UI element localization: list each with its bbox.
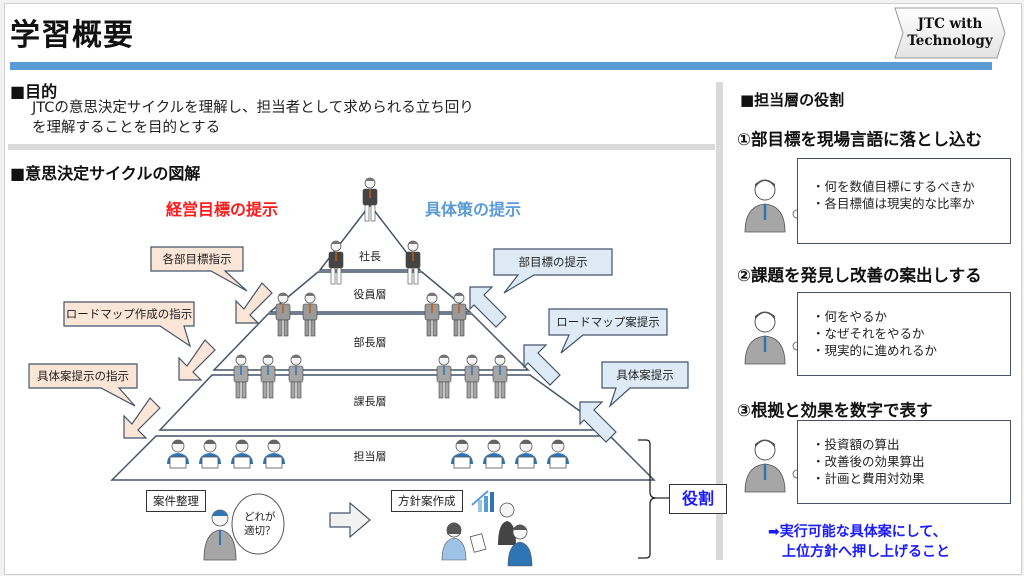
callout-shape (548, 308, 668, 354)
conclusion-line-2: 上位方針へ押し上げること (782, 544, 950, 560)
up-arrow-icon (469, 286, 507, 328)
diagram-heading: ■意思決定サイクルの図解 (10, 164, 201, 183)
callout-roadmap-proposal: ロードマップ案提示 (556, 315, 660, 329)
person-president-icon (362, 177, 378, 222)
callout-shape (28, 363, 138, 407)
up-arrow-icon (523, 344, 561, 386)
role-2-item: ・なぜそれをやるか (812, 326, 925, 341)
purpose-line-2: を理解することを目的とする (32, 120, 221, 136)
layer-label-director: 部長層 (353, 336, 387, 349)
role-2-title: ②課題を発見し改善の案出しする (737, 266, 982, 285)
down-arrow-icon (235, 282, 273, 324)
person-manager-icon (233, 354, 249, 399)
right-arrow-icon (329, 501, 371, 539)
layer-label-manager: 課長層 (353, 395, 387, 408)
person-staff-icon (451, 439, 473, 469)
logo-line-2: Technology (907, 33, 993, 49)
person-manager-icon (464, 354, 480, 399)
bottom-up-title: 具体策の提示 (425, 200, 522, 219)
person-staff-icon (263, 439, 285, 469)
task-organize-label: 案件整理 (146, 490, 206, 512)
person-staff-icon (199, 439, 221, 469)
thinking-person-icon (203, 509, 237, 561)
up-arrows (469, 286, 617, 443)
layer-label-staff: 担当層 (353, 450, 387, 463)
conclusion-text: ➡実行可能な具体案にして、 上位方針へ押し上げること (768, 522, 950, 562)
person-staff-icon (515, 439, 537, 469)
task-policy-label: 方針案作成 (391, 490, 463, 512)
person-manager-icon (492, 354, 508, 399)
role-label-box: 役割 (669, 484, 727, 514)
thought-line-2: 適切？ (244, 525, 276, 537)
role-3-item: ・計画と費用対効果 (812, 471, 925, 486)
bracket-icon (638, 439, 657, 559)
section-divider (8, 144, 715, 150)
person-staff-icon (483, 439, 505, 469)
thought-line-1: どれが (244, 511, 276, 523)
role-1-item: ・各目標値は現実的な比率か (812, 196, 975, 211)
callout-division-goal-proposal: 部目標の提示 (518, 255, 588, 269)
callout-division-goal-instruction: 各部目標指示 (162, 252, 232, 266)
person-manager-icon (288, 354, 304, 399)
layer-president-shape (318, 203, 422, 271)
role-3-item: ・投資額の算出 (812, 437, 900, 452)
purpose-line-1: JTCの意思決定サイクルを理解し、担当者として求められる立ち回り (32, 100, 474, 116)
person-director-icon (424, 292, 440, 337)
down-arrow-icon (123, 397, 161, 439)
logo-chevron-icon (894, 7, 1006, 59)
callout-shape (493, 248, 613, 294)
person-director-icon (302, 292, 318, 337)
role-3-box (797, 420, 1011, 504)
conclusion-line-1: ➡実行可能な具体案にして、 (768, 524, 947, 540)
up-arrow-icon (579, 401, 617, 443)
callout-shape (601, 361, 689, 408)
thought-bubble-icon (231, 493, 285, 555)
callout-shape (63, 301, 195, 348)
layer-label-president: 社長 (359, 250, 381, 263)
column-divider (716, 82, 723, 560)
role-1-item: ・何を数値目標にするべきか (812, 179, 975, 194)
brand-logo: JTC with Technology (893, 6, 1007, 60)
title-underline-bar (10, 62, 992, 70)
person-staff-icon (547, 439, 569, 469)
callout-concrete-proposal: 具体案提示 (616, 368, 674, 382)
top-down-title: 経営目標の提示 (166, 200, 279, 219)
callout-shape (150, 246, 248, 292)
person-staff-icon (167, 439, 189, 469)
role-2-item: ・何をやるか (812, 309, 888, 324)
person-executive-icon (328, 240, 344, 285)
person-executive-icon (405, 240, 421, 285)
role-2-box (797, 292, 1011, 376)
thought-text: どれが 適切？ (244, 510, 276, 538)
logo-line-1: JTC with (917, 16, 983, 32)
roles-heading: ■担当層の役割 (740, 91, 845, 109)
growth-chart-icon (471, 490, 494, 512)
layer-label-executive: 役員層 (353, 288, 387, 301)
person-staff-icon (231, 439, 253, 469)
role-3-title: ③根拠と効果を数字で表す (737, 401, 933, 420)
down-arrows (123, 282, 273, 439)
down-arrow-icon (178, 339, 216, 381)
person-director-icon (275, 292, 291, 337)
person-director-icon (451, 292, 467, 337)
role-3-item: ・改善後の効果算出 (812, 454, 925, 469)
role-1-title: ①部目標を現場言語に落とし込む (737, 130, 982, 149)
presenter-icon (744, 311, 809, 365)
purpose-heading: ■目的 (10, 82, 58, 101)
person-manager-icon (260, 354, 276, 399)
role-2-item: ・現実的に進めれるか (812, 343, 938, 358)
purpose-text: JTCの意思決定サイクルを理解し、担当者として求められる立ち回り を理解すること… (32, 98, 652, 138)
callout-roadmap-instruction: ロードマップ作成の指示 (65, 307, 193, 321)
person-manager-icon (436, 354, 452, 399)
people-figures (167, 177, 569, 567)
meeting-illustration-icon (441, 502, 533, 567)
page-title: 学習概要 (10, 18, 134, 53)
callout-proposal-instruction: 具体案提示の指示 (37, 369, 129, 383)
role-1-box (797, 158, 1011, 244)
